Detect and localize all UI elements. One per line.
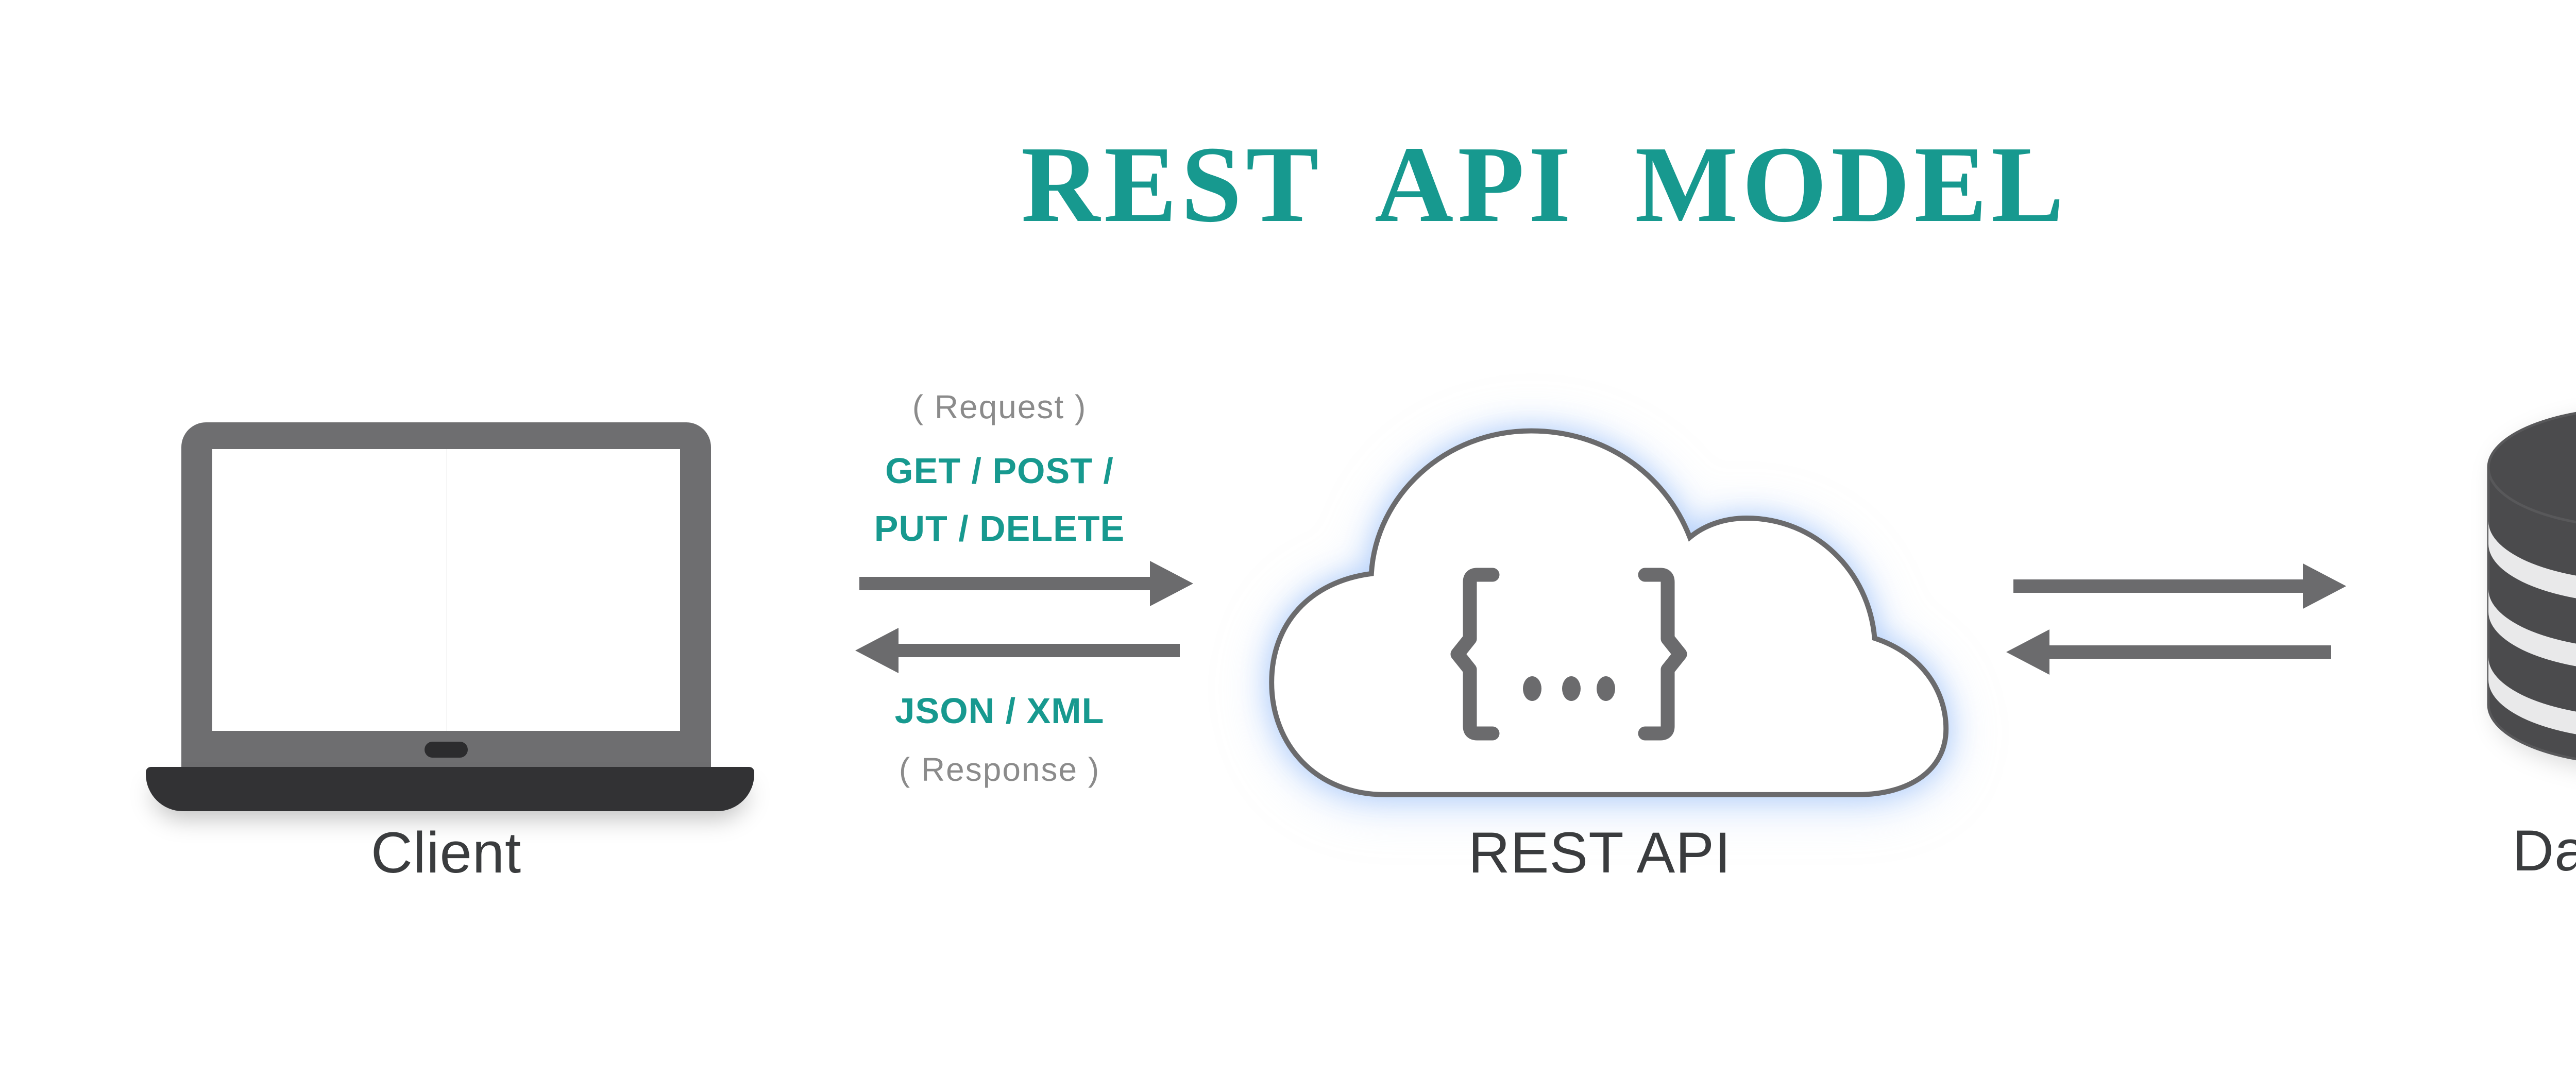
response-formats: JSON / XML	[894, 691, 1105, 731]
laptop-screen	[212, 449, 680, 731]
request-caption: ( Request )	[912, 388, 1087, 425]
database-icon	[2487, 412, 2576, 761]
database-label: Database	[2512, 818, 2576, 883]
open-brace-icon	[1450, 568, 1500, 741]
laptop-notch	[425, 742, 468, 758]
laptop-base	[146, 767, 754, 811]
ellipsis-dot	[1562, 676, 1581, 701]
close-brace-icon	[1638, 568, 1687, 741]
response-arrow-left-icon	[897, 644, 1180, 657]
api-to-database-arrow-right-icon	[2013, 579, 2304, 593]
database-to-api-arrow-left-icon	[2048, 645, 2331, 659]
request-methods-line2: PUT / DELETE	[874, 508, 1125, 549]
client-label: Client	[370, 820, 522, 885]
laptop-icon	[181, 422, 711, 767]
diagram-title: REST API MODEL	[1021, 124, 2069, 245]
cloud-icon	[1269, 428, 1949, 797]
response-caption: ( Response )	[899, 751, 1100, 788]
request-methods-line1: GET / POST /	[885, 451, 1114, 491]
ellipsis-dot	[1597, 676, 1615, 701]
request-arrow-right-icon	[859, 577, 1151, 590]
api-label: REST API	[1468, 820, 1732, 885]
code-braces-icon	[1450, 568, 1687, 741]
ellipsis-dot	[1523, 676, 1541, 701]
